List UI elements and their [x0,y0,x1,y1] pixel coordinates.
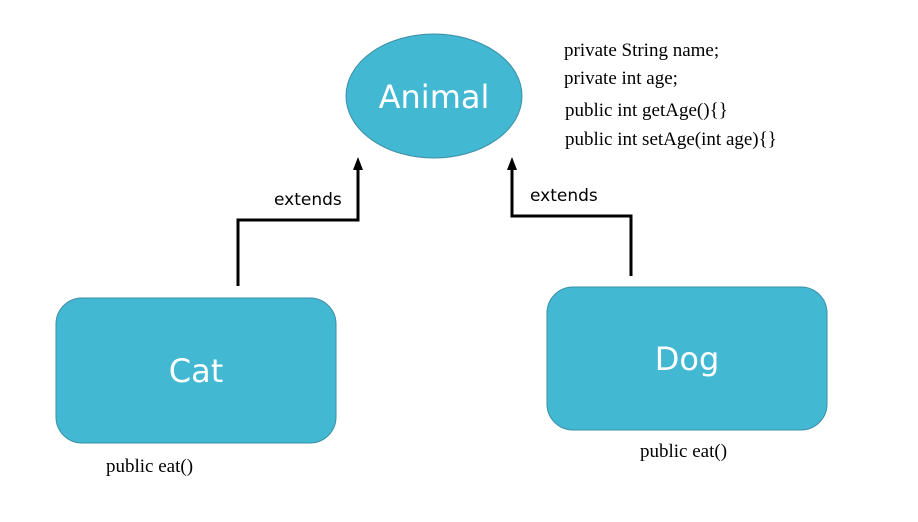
dog-method-eat: public eat() [640,441,727,462]
animal-method-getage: public int getAge(){} [565,100,728,121]
cat-label: Cat [169,352,224,390]
cat-extends-label: extends [274,190,342,210]
dog-extends-edge [510,170,633,276]
animal-member-age: private int age; [564,68,678,89]
animal-member-name: private String name; [564,40,719,61]
animal-label: Animal [379,78,490,116]
animal-method-setage: public int setAge(int age){} [565,129,777,150]
dog-node [546,286,828,431]
cat-method-eat: public eat() [106,456,193,477]
dog-extends-arrowhead [507,157,517,170]
cat-node [55,297,337,444]
dog-extends-label: extends [530,186,598,206]
cat-extends-edge [236,170,360,286]
cat-extends-arrowhead [353,157,363,170]
dog-label: Dog [655,340,720,378]
animal-node [345,33,523,159]
